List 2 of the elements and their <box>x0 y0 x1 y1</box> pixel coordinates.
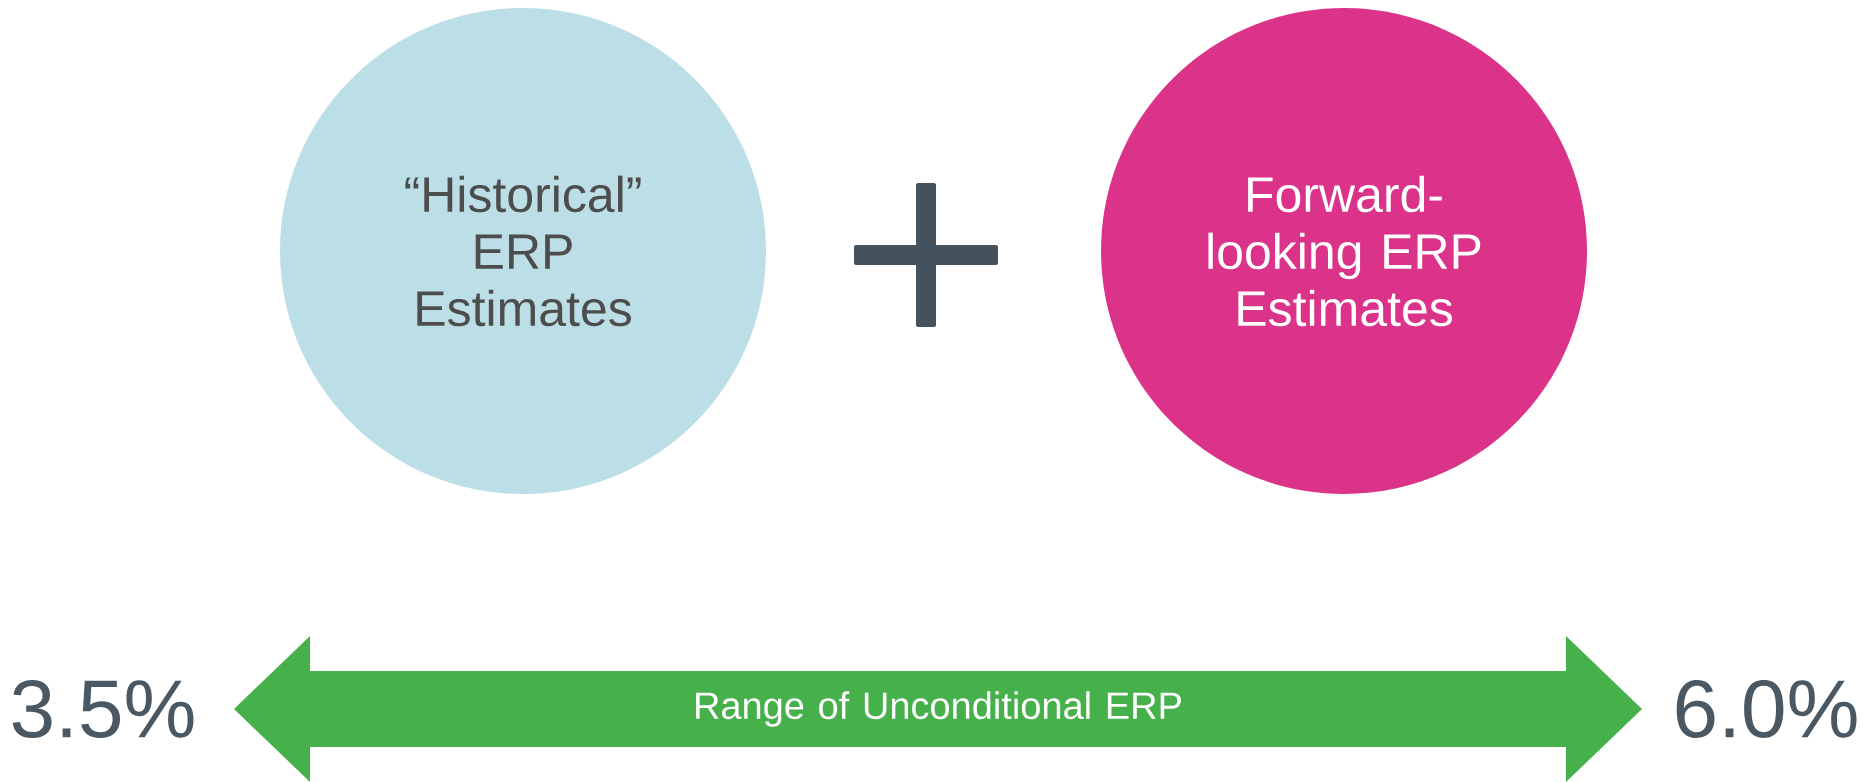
value-label: 6.0% <box>1676 680 1857 739</box>
value-label: 3.5% <box>12 680 194 739</box>
